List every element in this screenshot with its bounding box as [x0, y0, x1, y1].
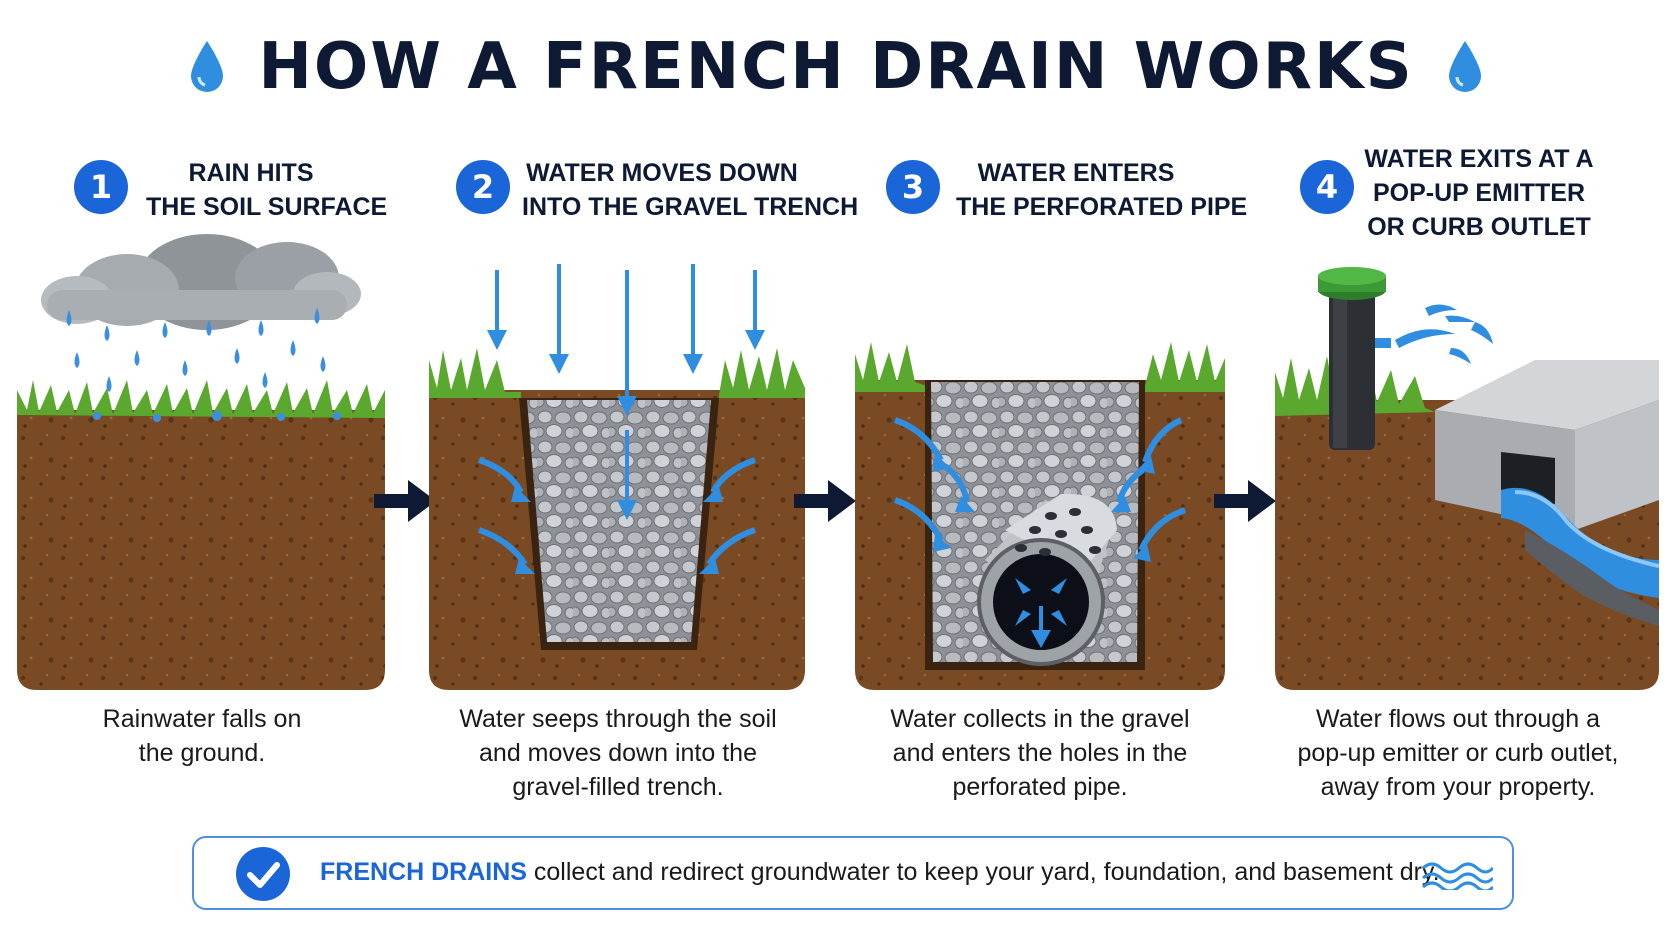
step-title-line: THE PERFORATED PIPE — [956, 193, 1248, 221]
summary-text: FRENCH DRAINS collect and redirect groun… — [320, 858, 1440, 887]
step-number-badge: 3 — [886, 160, 940, 214]
step-title-line: WATER ENTERS — [977, 159, 1175, 187]
cloud-icon — [41, 234, 361, 330]
step-4-header: 4 WATER EXITS AT A POP-UP EMITTER OR CUR… — [1300, 145, 1630, 260]
step-title: WATER ENTERS THE PERFORATED PIPE — [956, 156, 1248, 224]
step-2-header: 2 WATER MOVES DOWN INTO THE GRAVEL TRENC… — [456, 150, 859, 260]
panel-gravel-trench — [429, 230, 805, 690]
caption-line: Water seeps through the soil — [459, 705, 777, 733]
right-arrow-icon — [794, 480, 856, 522]
step-1-caption: Rainwater falls on the ground. — [12, 702, 392, 770]
caption-line: the ground. — [138, 739, 266, 767]
panel-rain — [17, 230, 385, 690]
water-drop-icon — [191, 41, 224, 92]
step-title: WATER EXITS AT A POP-UP EMITTER OR CURB … — [1364, 142, 1594, 244]
step-title-line: OR CURB OUTLET — [1367, 213, 1591, 241]
caption-line: Water collects in the gravel — [890, 705, 1190, 733]
caption-line: pop-up emitter or curb outlet, — [1297, 739, 1619, 767]
summary-highlight: FRENCH DRAINS — [320, 858, 527, 886]
caption-line: and moves down into the — [479, 739, 757, 767]
caption-line: Water flows out through a — [1316, 705, 1600, 733]
step-number-badge: 2 — [456, 160, 510, 214]
right-arrow-icon — [374, 480, 436, 522]
step-title: RAIN HITS THE SOIL SURFACE — [146, 156, 388, 224]
caption-line: perforated pipe. — [952, 773, 1128, 801]
caption-line: Rainwater falls on — [102, 705, 302, 733]
summary-banner: FRENCH DRAINS collect and redirect groun… — [192, 836, 1514, 910]
checkmark-icon — [236, 847, 290, 901]
step-title-line: RAIN HITS — [188, 159, 314, 187]
step-number-badge: 4 — [1300, 160, 1354, 214]
step-title-line: WATER EXITS AT A — [1364, 145, 1594, 173]
step-4-caption: Water flows out through a pop-up emitter… — [1268, 702, 1648, 804]
step-2-caption: Water seeps through the soil and moves d… — [428, 702, 808, 804]
panel-outlet — [1275, 230, 1659, 690]
step-3-caption: Water collects in the gravel and enters … — [850, 702, 1230, 804]
step-3-header: 3 WATER ENTERS THE PERFORATED PIPE — [886, 150, 1248, 260]
panel-perforated-pipe — [855, 230, 1225, 690]
step-title: WATER MOVES DOWN INTO THE GRAVEL TRENCH — [522, 156, 859, 224]
caption-line: away from your property. — [1320, 773, 1596, 801]
water-drop-icon — [1448, 41, 1481, 92]
step-title-line: INTO THE GRAVEL TRENCH — [522, 193, 859, 221]
step-title-line: POP-UP EMITTER — [1372, 179, 1586, 207]
step-1-header: 1 RAIN HITS THE SOIL SURFACE — [74, 150, 388, 260]
caption-line: gravel-filled trench. — [512, 773, 724, 801]
pop-up-emitter-icon — [1318, 267, 1391, 450]
curb-outlet-icon — [1435, 360, 1659, 626]
step-title-line: THE SOIL SURFACE — [146, 193, 388, 221]
caption-line: and enters the holes in the — [892, 739, 1188, 767]
step-number-badge: 1 — [74, 160, 128, 214]
step-title-line: WATER MOVES DOWN — [526, 159, 798, 187]
perforated-pipe-icon — [977, 493, 1117, 666]
title-bar: HOW A FRENCH DRAIN WORKS — [0, 30, 1672, 104]
waves-icon — [1422, 862, 1493, 890]
page-title: HOW A FRENCH DRAIN WORKS — [258, 30, 1414, 104]
right-arrow-icon — [1214, 480, 1276, 522]
summary-body: collect and redirect groundwater to keep… — [526, 858, 1440, 886]
